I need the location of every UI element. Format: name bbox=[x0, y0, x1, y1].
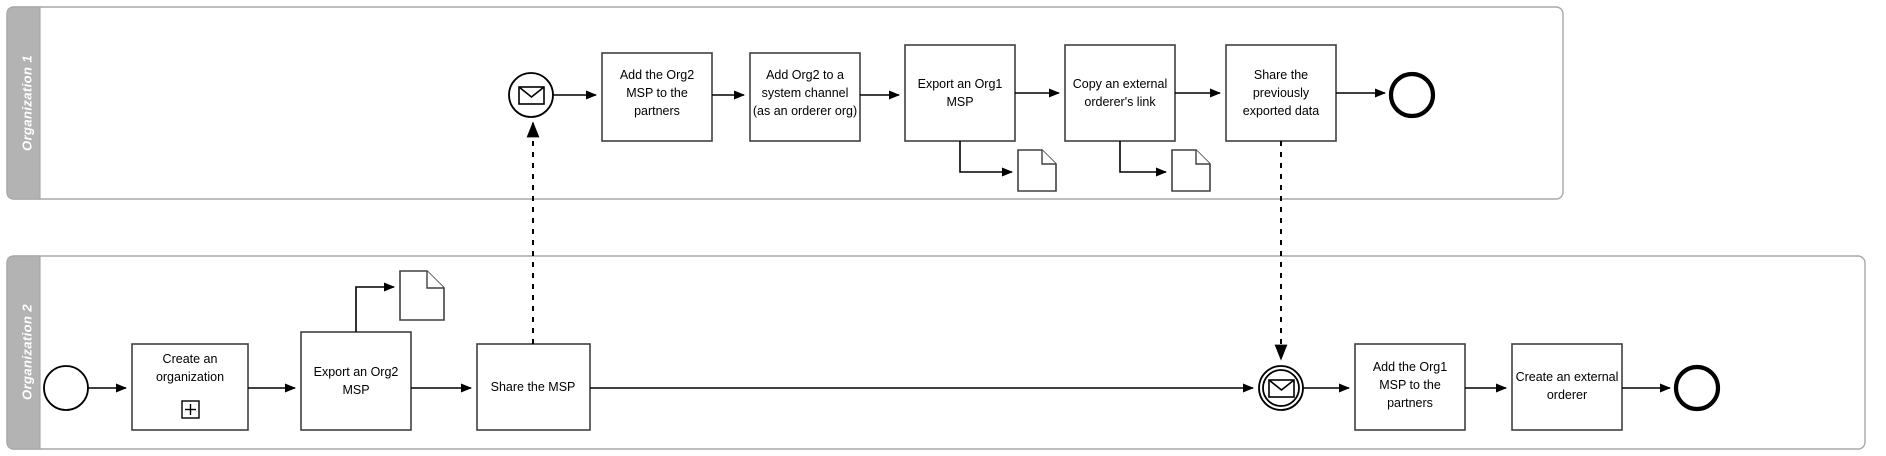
task-label-line-1: Add the Org2 bbox=[620, 68, 694, 82]
task-export-org2-msp[interactable]: Export an Org2 MSP bbox=[300, 331, 412, 431]
end-event-org2[interactable] bbox=[1673, 364, 1721, 412]
data-object-org1-b[interactable] bbox=[1171, 149, 1211, 192]
intermediate-catch-message-event-org2[interactable] bbox=[1258, 365, 1304, 411]
task-label-line-2: previously bbox=[1253, 86, 1310, 100]
task-label-line-3: exported data bbox=[1243, 104, 1319, 118]
task-add-org2-msp-to-partners[interactable]: Add the Org2 MSP to the partners bbox=[601, 52, 713, 142]
task-label-line-1: Add the Org1 bbox=[1373, 360, 1447, 374]
message-start-event-org1[interactable] bbox=[508, 72, 554, 118]
task-box bbox=[1511, 343, 1623, 431]
task-box bbox=[300, 331, 412, 431]
task-export-org1-msp[interactable]: Export an Org1 MSP bbox=[904, 44, 1016, 142]
task-label-line-1: Share the MSP bbox=[491, 380, 576, 394]
task-label-line-1: Export an Org2 bbox=[314, 365, 399, 379]
document-fold-icon bbox=[1195, 150, 1210, 165]
task-label-line-2: MSP bbox=[342, 383, 369, 397]
task-label-line-1: Add Org2 to a bbox=[766, 68, 844, 82]
task-label-line-1: Copy an external bbox=[1073, 77, 1168, 91]
end-event-org1[interactable] bbox=[1388, 71, 1436, 119]
task-label-line-2: MSP bbox=[946, 95, 973, 109]
data-object-org1-a[interactable] bbox=[1017, 149, 1057, 192]
start-event-circle bbox=[43, 365, 89, 411]
task-label-line-2: MSP to the bbox=[1379, 378, 1441, 392]
document-fold-icon bbox=[1041, 150, 1056, 165]
task-label-line-1: Create an external bbox=[1516, 370, 1619, 384]
task-create-external-orderer[interactable]: Create an external orderer bbox=[1511, 343, 1623, 431]
envelope-flap-icon bbox=[1268, 379, 1295, 392]
task-box bbox=[1225, 44, 1337, 142]
task-add-org2-to-system-channel[interactable]: Add Org2 to a system channel (as an orde… bbox=[749, 52, 861, 142]
start-event-org2[interactable] bbox=[43, 365, 89, 411]
task-label-line-2: organization bbox=[156, 370, 224, 384]
task-box bbox=[601, 52, 713, 142]
lane-2-label: Organization 2 bbox=[19, 304, 34, 400]
expanded-subprocess-plus-icon bbox=[181, 400, 200, 419]
task-label-line-1: Create an bbox=[163, 352, 218, 366]
association-t7-to-data-object bbox=[355, 282, 396, 332]
lane-1-label: Organization 1 bbox=[19, 55, 34, 151]
association-t3-to-data-object bbox=[959, 141, 1014, 177]
task-share-the-msp[interactable]: Share the MSP bbox=[476, 343, 591, 431]
data-object-org2[interactable] bbox=[399, 270, 445, 321]
task-box bbox=[476, 343, 591, 431]
end-event-circle bbox=[1673, 364, 1721, 412]
task-create-an-organization[interactable]: Create an organization bbox=[131, 343, 249, 431]
task-label-line-2: orderer's link bbox=[1084, 95, 1156, 109]
task-label-line-2: MSP to the bbox=[626, 86, 688, 100]
task-label-line-3: partners bbox=[634, 104, 680, 118]
task-box bbox=[749, 52, 861, 142]
lane-2-header-band bbox=[6, 255, 41, 450]
task-label-line-1: Share the bbox=[1254, 68, 1308, 82]
document-fold-icon bbox=[426, 271, 444, 289]
task-box bbox=[1064, 44, 1176, 142]
task-box bbox=[1354, 343, 1466, 431]
task-label-line-3: (as an orderer org) bbox=[753, 104, 857, 118]
task-share-previously-exported-data[interactable]: Share the previously exported data bbox=[1225, 44, 1337, 142]
task-add-org1-msp-to-partners[interactable]: Add the Org1 MSP to the partners bbox=[1354, 343, 1466, 431]
task-label-line-2: orderer bbox=[1547, 388, 1587, 402]
intermediate-event-inner-circle bbox=[1262, 369, 1300, 407]
lane-1-header-band bbox=[6, 6, 41, 200]
association-t4-to-data-object bbox=[1119, 141, 1168, 177]
task-label-line-2: system channel bbox=[762, 86, 849, 100]
task-label-line-1: Export an Org1 bbox=[918, 77, 1003, 91]
end-event-circle bbox=[1388, 71, 1436, 119]
task-box bbox=[904, 44, 1016, 142]
task-copy-external-orderer-link[interactable]: Copy an external orderer's link bbox=[1064, 44, 1176, 142]
task-label-line-3: partners bbox=[1387, 396, 1433, 410]
envelope-flap-icon bbox=[518, 86, 545, 99]
